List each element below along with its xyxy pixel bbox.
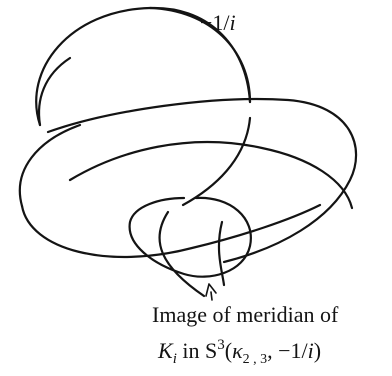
meridian-loop: [128, 196, 252, 278]
arrow-shaft: [210, 291, 213, 301]
open-paren: (: [225, 338, 232, 363]
caption-line-2: Ki in S3(κ2 , 3, −1/i): [157, 337, 321, 367]
knot-left-arc: [181, 116, 252, 207]
space-superscript: 3: [217, 337, 225, 353]
knot-right-lobe-back: [37, 56, 72, 127]
knot-subscript: i: [173, 351, 177, 367]
coeff-sign: −: [278, 338, 290, 363]
knot-outer-sweep: [46, 97, 358, 264]
arrow-head: [205, 283, 217, 297]
kappa-subscript: 2 , 3: [243, 352, 268, 367]
knot-upper-diagonal: [68, 140, 354, 210]
meridian-pointer-arrow: [205, 283, 217, 301]
knot-symbol: K: [157, 338, 174, 363]
surgery-numerator: 1: [212, 10, 223, 35]
coeff-variable: i: [308, 338, 314, 363]
surgery-sign: −: [200, 10, 212, 35]
knot-inner-sweep: [18, 123, 82, 208]
space-symbol: S: [205, 338, 217, 363]
close-paren: ): [314, 338, 321, 363]
surgery-coefficient-label: −1/i: [200, 10, 236, 35]
knot-crossing-lower: [217, 220, 226, 287]
coeff-numerator: 1/: [291, 338, 309, 363]
in-word: in: [177, 338, 205, 363]
separator: ,: [267, 338, 278, 363]
knot-lower-diagonal: [20, 203, 322, 259]
kappa-symbol: κ: [232, 338, 243, 363]
surgery-slash: /: [223, 10, 230, 35]
knot-right-lobe: [148, 6, 252, 104]
surgery-variable: i: [230, 10, 236, 35]
caption-line-1: Image of meridian of: [152, 302, 339, 327]
